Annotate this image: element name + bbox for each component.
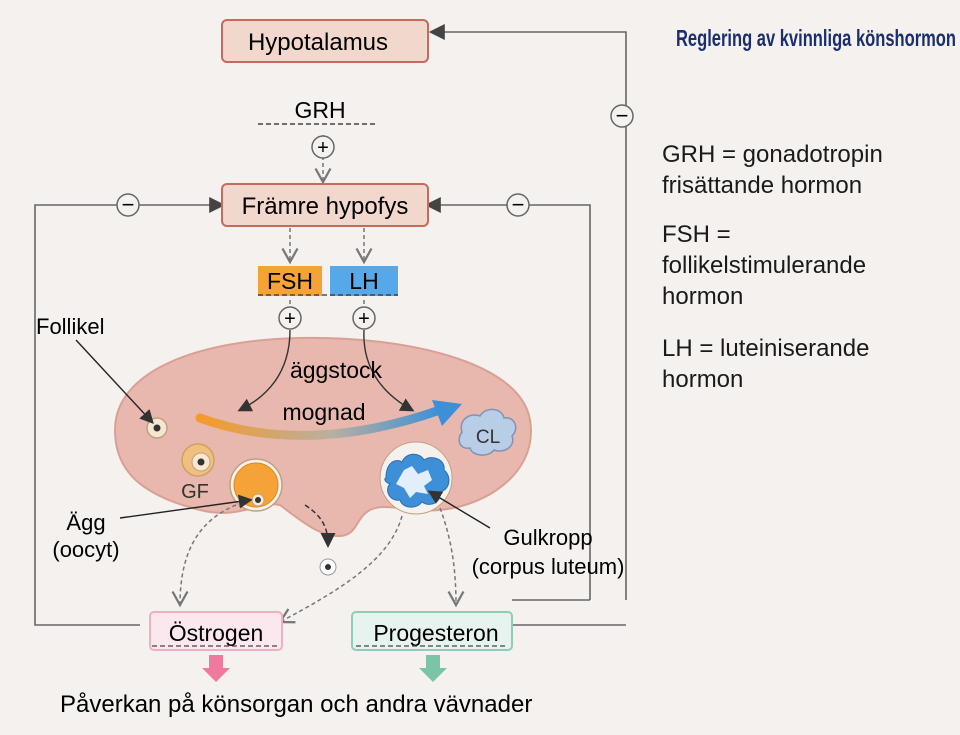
anterior-pituitary-label: Främre hypofys [242,193,409,220]
fsh-plus-circle [278,306,302,330]
svg-text:−: − [512,192,525,217]
maturation-arrowhead [432,400,462,426]
corpus-label-line2: (corpus luteum) [472,554,625,579]
follicle-label: Follikel [36,314,104,339]
legend-fsh-line2: follikelstimulerande [662,252,866,279]
hypothalamus-label: Hypotalamus [248,29,388,56]
released-egg [319,558,337,576]
minus-pituitary-left: − [116,192,140,217]
legend-fsh-line3: hormon [662,283,743,310]
oestrogen-output-arrow [202,655,230,682]
minus-pituitary-right: − [506,192,530,217]
progesterone-output-arrow [419,655,447,682]
lh-plus-sign: + [358,308,370,330]
cl-cloud [458,408,517,456]
secondary-follicle [181,443,215,477]
ovulation-arrow [304,504,336,548]
corpus-pointer [427,490,491,529]
oestrogen-label: Östrogen [169,620,264,646]
title-line: Reglering av kvinnliga könshormon [676,25,956,51]
effect-label: Påverkan på könsorgan och andra vävnader [60,691,532,718]
progesterone-label: Progesteron [373,620,498,646]
fsh-curve-arrow [237,329,291,412]
lh-label: LH [349,268,378,294]
egg-pointer [119,494,253,519]
grh-plus-sign: + [317,137,329,159]
fsh-label: FSH [267,268,313,294]
egg-label-line2: (oocyt) [52,537,119,562]
grh-plus-circle [311,135,335,159]
egg-label-line1: Ägg [66,510,105,535]
corpus-luteum [379,441,453,515]
hypothalamus-box [221,19,429,63]
svg-text:−: − [122,192,135,217]
feedback-loop-lines [34,24,627,626]
legend-fsh-line1: FSH = [662,221,731,248]
graafian-follicle [229,458,283,512]
maturation-label-line1: äggstock [290,357,383,383]
lh-box [330,266,398,296]
cl-label: CL [476,427,500,448]
legend-lh-line2: hormon [662,366,743,393]
maturation-arrow [195,405,445,440]
oestrogen-box [149,611,283,651]
gf-label: GF [181,481,209,503]
legend-grh-line2: frisättande hormon [662,172,862,199]
corpus-label-line1: Gulkropp [503,525,592,550]
grh-label: GRH [294,97,345,123]
fsh-box [258,266,322,296]
lh-plus-circle [352,306,376,330]
follicle-oestrogen-arrow [171,504,237,608]
legend-grh-line1: GRH = gonadotropin [662,141,883,168]
legend: GRH = gonadotropin frisättande hormon FS… [662,141,883,393]
cl-progesterone-arrow [439,507,465,608]
fsh-plus-sign: + [284,308,296,330]
cl-oestrogen-arrow [277,515,403,624]
primary-follicle [146,417,168,439]
anterior-pituitary-box [221,183,429,227]
follicle-pointer [75,339,154,425]
minus-hypothalamus: − [610,103,634,128]
maturation-label-line2: mognad [282,399,365,425]
lh-curve-arrow [363,329,415,412]
progesterone-box [351,611,513,651]
legend-lh-line1: LH = luteiniserande [662,335,869,362]
svg-text:−: − [616,103,629,128]
